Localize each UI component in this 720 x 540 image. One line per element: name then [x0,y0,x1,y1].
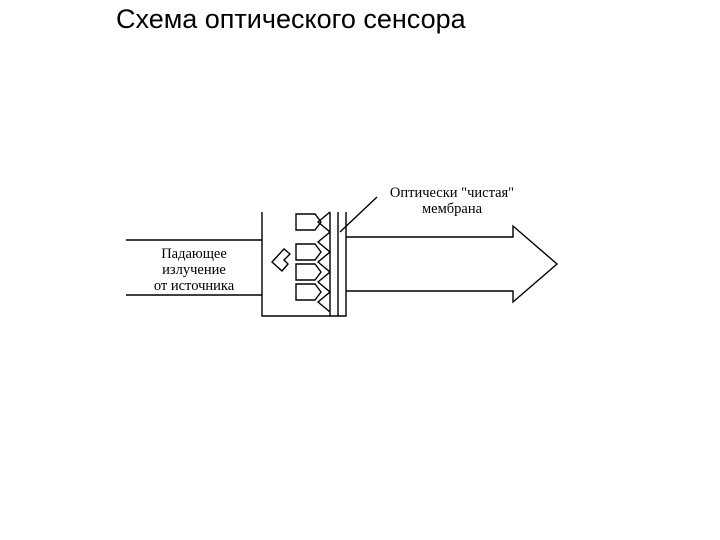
bound-molecule-1 [295,213,322,231]
slide-title: Схема оптического сенсора [116,4,466,34]
bound-molecule-2 [295,243,322,261]
membrane-label-line-2: мембрана [422,201,483,217]
receptor-zigzag [316,211,332,313]
membrane-callout-label: Оптически "чистая" мембрана [390,185,514,217]
membrane-label-line-1: Оптически "чистая" [390,185,514,201]
membrane-leader-line [339,196,378,233]
output-signal-arrow [346,224,559,304]
incident-radiation-label: Падающее излучение от источника [154,246,235,294]
bound-molecule-3 [295,263,322,281]
incident-label-line-2: излучение [162,262,226,278]
free-molecule [271,248,292,273]
bound-molecule-4 [295,283,322,301]
incident-label-line-3: от источника [154,278,235,294]
sensor-body-outline [261,212,347,317]
incident-label-line-1: Падающее [161,246,227,262]
